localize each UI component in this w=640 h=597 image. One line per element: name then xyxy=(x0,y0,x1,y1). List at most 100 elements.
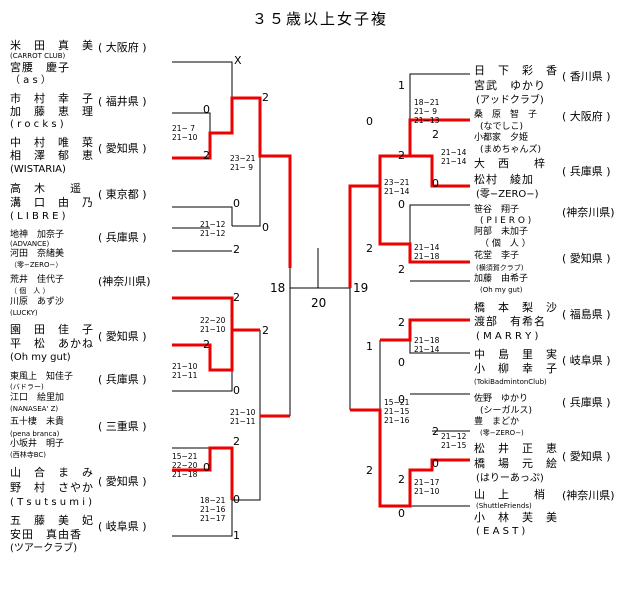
player-name: 高 木 遥 xyxy=(10,182,82,195)
match-score: 2 xyxy=(366,242,373,255)
club-name: （零−ZERO−） xyxy=(10,261,63,269)
player-name: 市 村 幸 子 xyxy=(10,92,94,105)
match-score: 0 xyxy=(432,457,439,470)
set-scores: 22−20 21−10 xyxy=(200,316,226,334)
player-name: 桑 原 智 子 xyxy=(474,110,538,120)
prefecture: ( 愛知県 ) xyxy=(98,142,147,155)
match-score: 0 xyxy=(432,177,439,190)
player-name: 溝 口 由 乃 xyxy=(10,196,94,209)
club-name: (アッドクラブ) xyxy=(476,95,544,106)
match-score: 2 xyxy=(233,435,240,448)
match-score: 2 xyxy=(233,291,240,304)
player-name: 日 下 彩 香 xyxy=(474,64,558,77)
set-scores: 23−21 21− 9 xyxy=(230,154,256,172)
club-name: ( T s u t s u m i ) xyxy=(10,497,93,508)
club-name: (シーガルス) xyxy=(480,406,533,416)
club-name: (バドラー) xyxy=(10,383,44,391)
set-scores: 15−21 21−15 21−16 xyxy=(384,398,410,425)
club-name: (はりーあっぷ) xyxy=(476,473,544,484)
match-score: 2 xyxy=(203,338,210,351)
player-name: 中 島 里 実 xyxy=(474,348,558,361)
player-name: 橋 本 梨 沙 xyxy=(474,301,558,314)
match-score: 1 xyxy=(398,79,405,92)
prefecture: ( 福島県 ) xyxy=(562,308,611,321)
player-name: 川原 あず沙 xyxy=(10,297,65,307)
player-name: 小 柳 幸 子 xyxy=(474,362,558,375)
player-name: 山 上 梢 xyxy=(474,488,546,501)
match-score: 0 xyxy=(233,384,240,397)
player-name: 荒井 佳代子 xyxy=(10,275,65,285)
match-score: 2 xyxy=(432,425,439,438)
match-score: 0 xyxy=(203,103,210,116)
club-name: ( L I B R E ) xyxy=(10,211,66,222)
player-name: 平 松 あかね xyxy=(10,337,94,350)
set-scores: 21−14 21−14 xyxy=(441,148,467,166)
match-score: 0 xyxy=(366,115,373,128)
player-name: 豊 まどか xyxy=(474,417,520,427)
player-name: 野 村 さやか xyxy=(10,481,94,494)
player-name: 山 合 ま み xyxy=(10,466,94,479)
player-name: 大 西 梓 xyxy=(474,157,546,170)
player-name: 笹谷 翔子 xyxy=(474,205,520,215)
club-name: ( M A R R Y ) xyxy=(476,331,539,342)
match-score: X xyxy=(234,54,242,67)
player-name: 安田 真由香 xyxy=(10,528,82,541)
prefecture: (神奈川県) xyxy=(98,275,151,288)
prefecture: (神奈川県) xyxy=(562,206,615,219)
prefecture: ( 愛知県 ) xyxy=(98,330,147,343)
club-name: (pena branca) xyxy=(10,430,60,438)
set-scores: 18−21 21−16 21−17 xyxy=(200,496,226,523)
match-score: 0 xyxy=(398,507,405,520)
match-score: 0 xyxy=(398,198,405,211)
player-name: 松 井 正 恵 xyxy=(474,442,558,455)
match-score: 0 xyxy=(262,221,269,234)
player-name: 河田 奈緒美 xyxy=(10,249,65,259)
match-score: 2 xyxy=(432,128,439,141)
player-name: 中 村 唯 菜 xyxy=(10,136,94,149)
prefecture: ( 兵庫県 ) xyxy=(562,165,611,178)
prefecture: ( 兵庫県 ) xyxy=(562,396,611,409)
match-score: 2 xyxy=(366,464,373,477)
club-name: ( E A S T ) xyxy=(476,526,526,537)
semifinal-score: 18 xyxy=(270,281,286,295)
player-name: 宮武 ゆかり xyxy=(474,79,546,92)
match-score: 2 xyxy=(203,149,210,162)
club-name: (NANASEA' Z) xyxy=(10,405,59,413)
prefecture: ( 愛知県 ) xyxy=(562,252,611,265)
club-name: (ADVANCE) xyxy=(10,240,50,248)
player-name: 五 藤 美 妃 xyxy=(10,514,94,527)
match-score: 2 xyxy=(398,316,405,329)
player-name: 佐野 ゆかり xyxy=(474,394,529,404)
club-name: ( P I E R O ) xyxy=(480,216,532,226)
player-name: 渡部 有希名 xyxy=(474,315,546,328)
prefecture: ( 大阪府 ) xyxy=(98,41,147,54)
prefecture: (神奈川県) xyxy=(562,489,615,502)
set-scores: 21−10 21−11 xyxy=(172,362,198,380)
match-score: 0 xyxy=(203,461,210,474)
prefecture: ( 兵庫県 ) xyxy=(98,373,147,386)
player-name: 橋 場 元 絵 xyxy=(474,457,558,470)
player-name: 米 田 真 美 xyxy=(10,39,94,52)
match-score: 0 xyxy=(398,393,405,406)
prefecture: ( 岐阜県 ) xyxy=(562,354,611,367)
player-name: 加 藤 恵 理 xyxy=(10,105,94,118)
match-score: 0 xyxy=(398,356,405,369)
player-name: 小 林 芙 美 xyxy=(474,511,558,524)
player-name: 阿部 未加子 xyxy=(474,227,529,237)
set-scores: 21−18 21−14 xyxy=(414,336,440,354)
match-score: 2 xyxy=(398,473,405,486)
player-name: 小坂井 明子 xyxy=(10,439,65,449)
match-score: 2 xyxy=(398,263,405,276)
player-name: 江口 絵里加 xyxy=(10,393,65,403)
prefecture: ( 愛知県 ) xyxy=(562,450,611,463)
match-score: 1 xyxy=(366,340,373,353)
player-name: 相 澤 郁 恵 xyxy=(10,149,94,162)
club-name: (ShuttleFriends) xyxy=(476,502,532,510)
semifinal-score: 19 xyxy=(353,281,369,295)
club-name: (まめちゃんズ) xyxy=(480,145,542,155)
match-score: 2 xyxy=(262,91,269,104)
player-name: 花堂 李子 xyxy=(474,251,520,261)
prefecture: ( 兵庫県 ) xyxy=(98,231,147,244)
page-title: ３５歳以上女子複 xyxy=(251,10,388,28)
player-name: 五十棲 未貴 xyxy=(10,417,65,427)
